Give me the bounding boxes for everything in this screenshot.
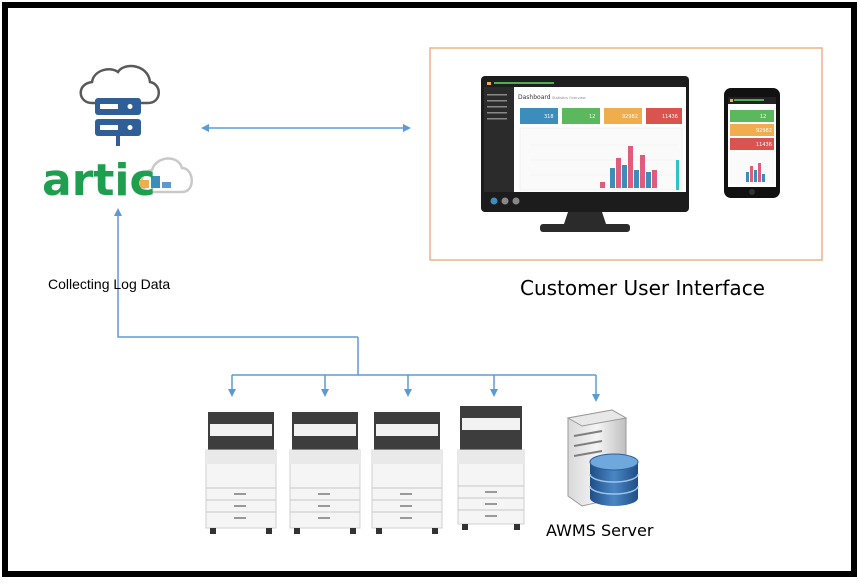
tile-blue: [520, 108, 558, 124]
logo-text: artic: [42, 155, 156, 206]
server-label: AWMS Server: [546, 521, 654, 540]
smartphone-icon: 12 92982 11436: [724, 88, 780, 198]
dashboard-subtitle: Statistics Overview: [552, 96, 586, 100]
chart-panel: [519, 127, 683, 191]
monitor-icon: Dashboard Statistics Overview 318 12 929…: [481, 76, 689, 232]
printer-icon: [205, 412, 277, 534]
printer-icon: [289, 412, 361, 534]
collecting-label: Collecting Log Data: [48, 276, 170, 292]
tile-value-4: 11436: [662, 114, 678, 120]
printer-icon: [457, 406, 525, 530]
collect-bus: [232, 337, 359, 376]
phone-tile-2: 92982: [756, 128, 772, 134]
tile-red: [646, 108, 682, 124]
tile-orange: [604, 108, 642, 124]
dashboard-title: Dashboard: [518, 94, 551, 101]
tile-value-2: 12: [589, 114, 595, 120]
database-server-icon: [566, 409, 639, 507]
phone-tile-3: 11436: [756, 142, 772, 148]
tile-value-3: 92982: [622, 114, 638, 120]
tile-green: [562, 108, 600, 124]
artic-logo: artic: [42, 155, 193, 206]
upload-arrow: [114, 208, 358, 338]
monitor-stand: [564, 212, 606, 224]
cloud-server-icon: [79, 64, 160, 146]
outer-border: [2, 2, 857, 577]
phone-tile-1: 12: [760, 114, 766, 120]
customer-ui-label: Customer User Interface: [520, 276, 765, 300]
printer-icon: [371, 412, 443, 534]
tile-value-1: 318: [544, 114, 554, 120]
